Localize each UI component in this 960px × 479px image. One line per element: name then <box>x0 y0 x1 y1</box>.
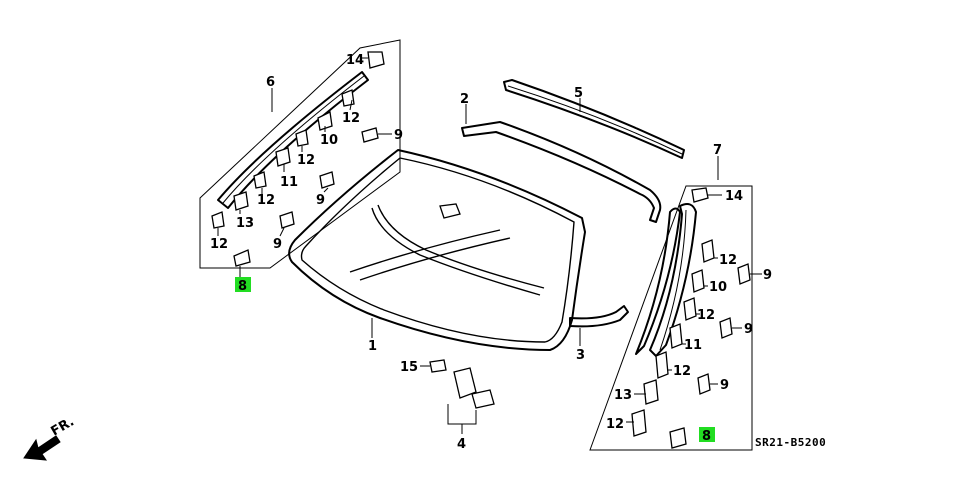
left-clip-9-c <box>279 211 295 229</box>
front-arrow-icon <box>23 435 61 461</box>
callout-10-right: 10 <box>709 280 727 295</box>
callout-11-left: 11 <box>280 175 298 190</box>
callout-13-left: 13 <box>236 216 254 231</box>
right-clip-14 <box>691 187 709 203</box>
fastener-4-b <box>471 389 495 409</box>
callout-14-left: 14 <box>346 53 364 68</box>
callout-7: 7 <box>713 143 722 158</box>
left-clip-11 <box>275 147 291 167</box>
callout-10-left: 10 <box>320 133 338 148</box>
callout-12-left-c: 12 <box>257 193 275 208</box>
callout-9-right-a: 9 <box>763 268 772 283</box>
callout-2: 2 <box>460 92 469 107</box>
windshield-glass <box>288 149 586 351</box>
left-clip-9-a <box>361 127 379 143</box>
front-marker-text: FR. <box>49 414 77 439</box>
left-clip-12-a <box>341 89 355 107</box>
callout-1: 1 <box>368 339 377 354</box>
right-clip-9-a <box>737 263 751 285</box>
left-clip-14 <box>367 51 385 69</box>
right-pillar-molding <box>649 203 697 357</box>
right-clip-12-a <box>701 239 715 263</box>
side-dam-rubber <box>569 305 629 346</box>
left-group-frame <box>199 39 401 269</box>
right-clip-12-c <box>655 351 669 379</box>
right-clip-9-b <box>719 317 733 339</box>
callout-9-right-c: 9 <box>720 378 729 393</box>
right-clip-13 <box>643 379 659 405</box>
highlight-left-8 <box>235 277 251 292</box>
callout-12-right-d: 12 <box>606 417 624 432</box>
callout-5: 5 <box>574 86 583 101</box>
left-clip-12-d <box>211 211 225 229</box>
upper-dam-rubber <box>461 104 662 223</box>
right-clip-12-b <box>683 297 697 321</box>
callout-12-left-a: 12 <box>342 111 360 126</box>
callout-12-left-d: 12 <box>210 237 228 252</box>
fastener-group <box>420 359 495 434</box>
callout-9-left-a: 9 <box>394 128 403 143</box>
highlight-right-8 <box>699 427 715 442</box>
callout-3: 3 <box>576 348 585 363</box>
callout-12-right-b: 12 <box>697 308 715 323</box>
left-clip-8 <box>233 249 251 267</box>
right-clip-9-c <box>697 373 711 395</box>
callout-9-left-b: 9 <box>316 193 325 208</box>
upper-seal-strip <box>503 79 685 159</box>
fastener-4-a <box>453 367 477 399</box>
right-group-frame <box>589 185 753 451</box>
callout-11-right: 11 <box>684 338 702 353</box>
mirror-bracket <box>439 203 461 219</box>
callout-12-right-c: 12 <box>673 364 691 379</box>
callout-14-right: 14 <box>725 189 743 204</box>
right-clip-8 <box>669 427 687 449</box>
right-pillar-group <box>589 156 762 451</box>
left-clip-12-b <box>295 129 309 147</box>
callout-9-left-c: 9 <box>273 237 282 252</box>
right-clip-11 <box>669 323 683 349</box>
callout-12-left-b: 12 <box>297 153 315 168</box>
right-clip-10 <box>691 269 705 293</box>
callout-15: 15 <box>400 360 418 375</box>
left-clip-9-b <box>319 171 335 189</box>
callout-9-right-b: 9 <box>744 322 753 337</box>
callout-8-left: 8 <box>238 279 247 294</box>
callout-12-right-a: 12 <box>719 253 737 268</box>
left-clip-10 <box>317 111 333 131</box>
front-direction-indicator: FR. <box>23 414 77 461</box>
left-clip-12-c <box>253 171 267 189</box>
callout-13-right: 13 <box>614 388 632 403</box>
callout-6: 6 <box>266 75 275 90</box>
callout-8-right: 8 <box>702 429 711 444</box>
left-clip-13 <box>233 191 249 211</box>
left-pillar-group <box>199 39 401 278</box>
diagram-code: SR21-B5200 <box>755 436 826 449</box>
right-clip-12-d <box>631 409 647 437</box>
fastener-15 <box>429 359 447 373</box>
callout-4: 4 <box>457 437 466 452</box>
